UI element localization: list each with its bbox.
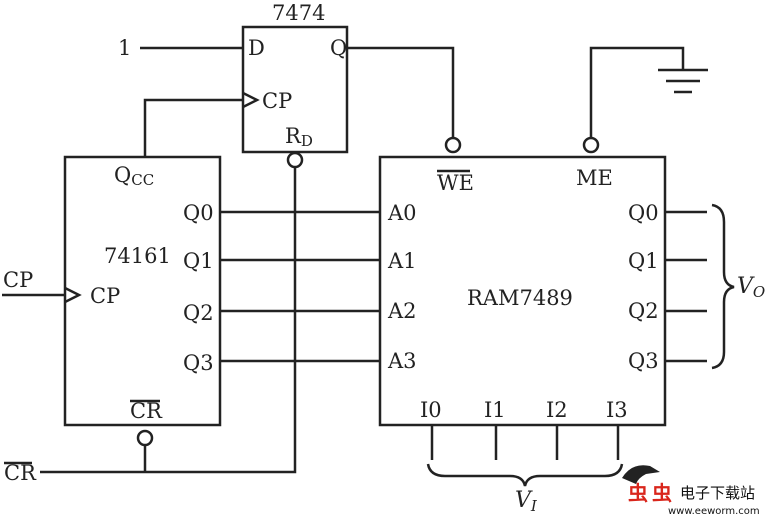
ram-a3-pin: A3 — [387, 349, 417, 373]
flipflop-rd-pin: RD — [285, 124, 313, 150]
watermark-bug-icon — [622, 465, 660, 484]
ram-q3-pin: Q3 — [628, 349, 659, 373]
watermark-text: 电子下载站 — [680, 484, 755, 502]
ram-a0-pin: A0 — [387, 201, 417, 225]
ram-q2-pin: Q2 — [628, 299, 659, 323]
ram-part-label: RAM7489 — [467, 286, 573, 310]
flipflop-clock-triangle — [242, 91, 260, 109]
ram-a2-pin: A2 — [387, 299, 417, 323]
watermark-char-1: 虫 — [628, 481, 648, 505]
vi-label: VI — [515, 488, 538, 515]
ram-i3-pin: I3 — [606, 398, 628, 422]
ram-a1-pin: A1 — [387, 249, 417, 273]
counter-part-label: 74161 — [104, 244, 171, 268]
flipflop-d-pin: D — [248, 36, 265, 60]
counter-clock-triangle — [64, 286, 82, 304]
vi-brace — [426, 463, 624, 487]
ram-i2-pin: I2 — [546, 398, 568, 422]
ram-me-pin: ME — [576, 166, 613, 190]
watermark-url: www.eeworm.com — [668, 506, 760, 517]
d-input-value: 1 — [118, 36, 131, 60]
watermark-char-2: 虫 — [652, 481, 672, 505]
ram-i1-pin: I1 — [484, 398, 506, 422]
ram-we-bubble — [444, 136, 462, 154]
counter-74161-body — [63, 155, 222, 427]
qcc-to-cp-wire — [143, 98, 243, 157]
ram-q0-pin: Q0 — [628, 201, 659, 225]
flipflop-cp-pin: CP — [262, 89, 292, 113]
clear-input-label: CR — [4, 461, 37, 485]
counter-q2-pin: Q2 — [183, 301, 214, 325]
vo-brace — [711, 203, 735, 370]
counter-cr-pin: CR — [130, 399, 163, 423]
counter-cr-bubble — [136, 429, 154, 447]
me-ground-wire — [589, 46, 685, 137]
clear-input-wire — [40, 167, 297, 474]
counter-q3-pin: Q3 — [183, 351, 214, 375]
flipflop-q-pin: Q — [330, 36, 347, 60]
flipflop-part-label: 7474 — [272, 1, 325, 25]
counter-cp-pin: CP — [90, 284, 120, 308]
ram-we-pin: WE — [437, 171, 474, 195]
counter-qcc-pin: QCC — [114, 163, 154, 189]
ram-7489-body — [378, 155, 667, 427]
clock-input-label: CP — [3, 268, 33, 292]
ram-i0-pin: I0 — [420, 398, 442, 422]
flipflop-rd-bubble — [286, 151, 304, 169]
ram-q1-pin: Q1 — [628, 249, 659, 273]
counter-q1-pin: Q1 — [183, 249, 214, 273]
counter-q0-pin: Q0 — [183, 201, 214, 225]
vo-label: VO — [737, 274, 765, 301]
q-to-we-wire — [347, 46, 455, 137]
watermark: 虫 虫 电子下载站 www.eeworm.com — [622, 465, 760, 517]
ram-me-bubble — [582, 136, 600, 154]
